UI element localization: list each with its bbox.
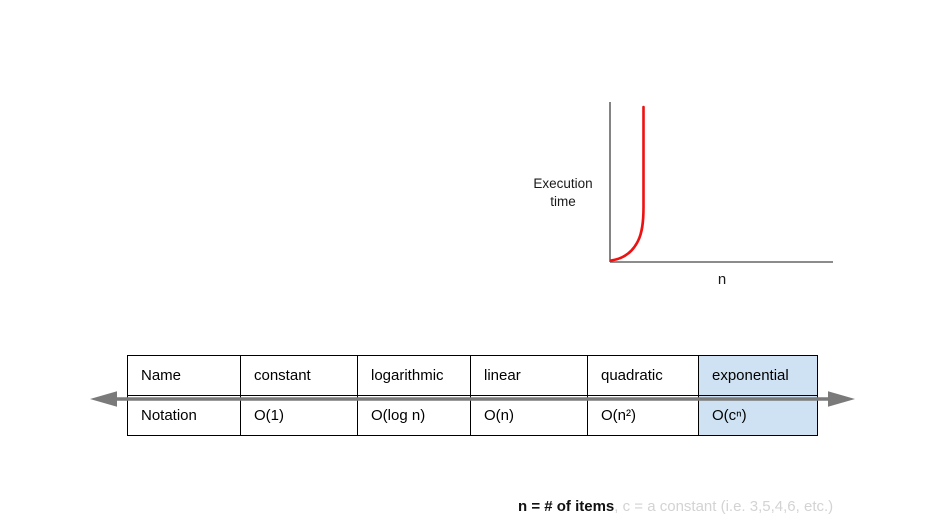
cell-name-constant: constant: [240, 355, 358, 396]
cell-name-exponential: exponential: [698, 355, 818, 396]
cell-name-logarithmic: logarithmic: [357, 355, 471, 396]
complexity-table: Name constant logarithmic linear quadrat…: [127, 355, 818, 436]
table-row-name: Name constant logarithmic linear quadrat…: [127, 355, 818, 396]
cell-notation-logarithmic: O(log n): [357, 395, 471, 436]
execution-time-graph: [609, 102, 833, 263]
exponential-curve: [609, 105, 645, 262]
y-axis-label-line2: time: [550, 193, 576, 209]
cell-notation-exponential: O(cⁿ): [698, 395, 818, 436]
cell-name-quadratic: quadratic: [587, 355, 699, 396]
cell-name-header: Name: [127, 355, 241, 396]
x-axis-label: n: [717, 271, 727, 288]
table-row-notation: Notation O(1) O(log n) O(n) O(n²) O(cⁿ): [127, 395, 818, 436]
cell-name-linear: linear: [470, 355, 588, 396]
footnote-muted: , c = a constant (i.e. 3,5,4,6, etc.): [614, 498, 834, 515]
cell-notation-linear: O(n): [470, 395, 588, 436]
arrow-head-right-icon: [828, 391, 855, 407]
footnote: n = # of items, c = a constant (i.e. 3,5…: [518, 498, 833, 515]
footnote-emphasis: n = # of items: [518, 498, 615, 515]
arrow-head-left-icon: [90, 391, 117, 407]
y-axis-label: Execution time: [518, 175, 608, 210]
y-axis-label-line1: Execution: [533, 176, 593, 191]
cell-notation-constant: O(1): [240, 395, 358, 436]
cell-notation-header: Notation: [127, 395, 241, 436]
cell-notation-quadratic: O(n²): [587, 395, 699, 436]
